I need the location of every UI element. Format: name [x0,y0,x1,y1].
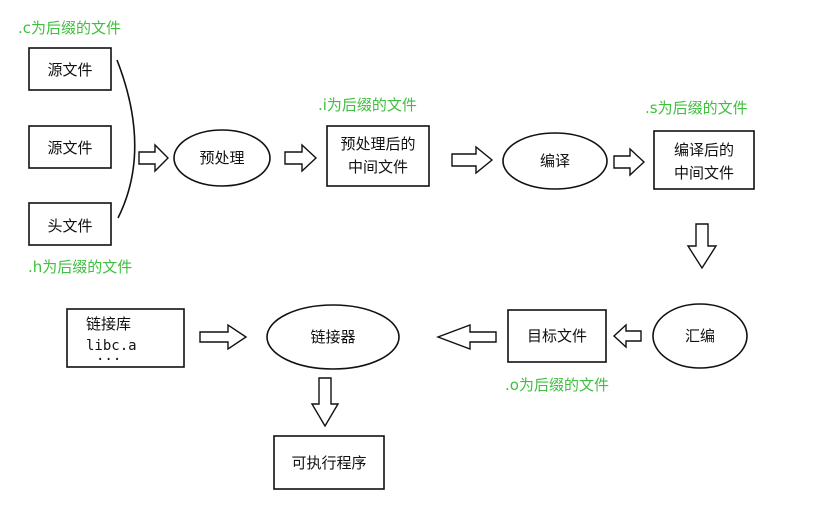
note-h-suffix: .h为后缀的文件 [28,258,132,276]
arrow-to-compiled-file [613,147,646,177]
linker-label: 链接器 [310,328,355,346]
library-box: 链接库 libc.a ··· [66,308,185,368]
note-o-suffix: .o为后缀的文件 [505,376,609,394]
preprocessed-file-box: 预处理后的 中间文件 [326,125,430,187]
assemble-label: 汇编 [685,327,715,345]
note-c-suffix: .c为后缀的文件 [18,19,121,37]
arrow-to-assemble [686,223,718,270]
source-file-box-2: 源文件 [28,125,112,169]
note-s-suffix: .s为后缀的文件 [645,99,748,117]
input-group-brace [116,59,136,219]
source-file-box-1: 源文件 [28,47,112,91]
source-file-label-2: 源文件 [47,139,92,157]
preprocess-label: 预处理 [199,149,244,167]
object-file-label: 目标文件 [527,327,587,345]
arrow-to-compile [451,145,494,175]
linker-node: 链接器 [266,304,400,370]
compile-label: 编译 [540,152,570,170]
header-file-box: 头文件 [28,202,112,246]
preprocessed-file-label-line2: 中间文件 [348,158,408,176]
arrow-to-object-file [612,323,642,349]
compile-node: 编译 [502,132,608,190]
arrow-to-linker-from-library [199,323,248,351]
header-file-label: 头文件 [47,217,92,235]
executable-box: 可执行程序 [273,435,385,490]
preprocessed-file-label-line1: 预处理后的 [340,135,415,153]
source-file-label-1: 源文件 [47,61,92,79]
compiled-file-box: 编译后的 中间文件 [653,130,755,190]
object-file-box: 目标文件 [507,309,607,363]
library-item-libc: libc.a [86,338,137,354]
arrow-to-preprocessed-file [284,143,318,173]
library-more: ··· [96,352,121,368]
arrow-to-preprocess [138,143,169,173]
preprocess-node: 预处理 [173,129,271,187]
executable-label: 可执行程序 [291,454,366,472]
compiled-file-label-line1: 编译后的 [674,141,734,159]
library-title: 链接库 [86,315,131,333]
compiled-file-label-line2: 中间文件 [674,164,734,182]
arrow-to-executable [310,377,340,428]
arrow-to-linker-from-object [436,323,497,351]
assemble-node: 汇编 [652,303,748,369]
note-i-suffix: .i为后缀的文件 [318,96,417,114]
